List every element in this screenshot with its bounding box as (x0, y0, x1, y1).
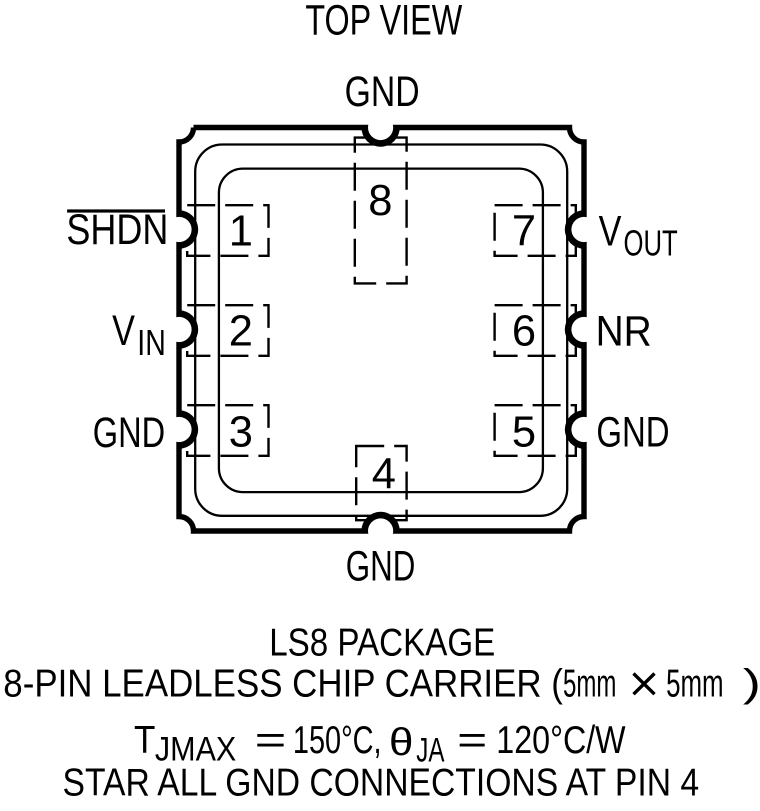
svg-text:V: V (599, 209, 622, 256)
svg-text:JMAX: JMAX (155, 731, 236, 769)
svg-text:θ: θ (389, 721, 413, 764)
svg-text:GND: GND (346, 544, 416, 591)
svg-text:GND: GND (596, 410, 669, 457)
svg-text:150°C,: 150°C, (293, 719, 382, 762)
svg-text:SHDN: SHDN (66, 207, 168, 254)
svg-text:=: = (457, 719, 487, 762)
svg-text:120°C/W: 120°C/W (496, 719, 625, 762)
svg-text:): ) (743, 663, 760, 706)
svg-text:3: 3 (229, 409, 253, 457)
svg-text:6: 6 (512, 308, 536, 356)
svg-text:T: T (134, 719, 155, 762)
svg-text:OUT: OUT (624, 222, 678, 263)
svg-text:5: 5 (512, 409, 536, 457)
svg-text:8: 8 (368, 177, 392, 225)
svg-text:JA: JA (416, 732, 444, 770)
svg-text:GND: GND (93, 410, 165, 457)
svg-text:LS8 PACKAGE: LS8 PACKAGE (269, 621, 495, 664)
svg-text:7: 7 (512, 208, 536, 256)
svg-text:2: 2 (229, 308, 253, 356)
svg-text:5mm: 5mm (563, 663, 616, 706)
svg-text:IN: IN (137, 322, 166, 363)
svg-text:TOP VIEW: TOP VIEW (305, 0, 462, 45)
svg-text:V: V (112, 308, 135, 355)
svg-text:STAR ALL GND CONNECTIONS AT PI: STAR ALL GND CONNECTIONS AT PIN 4 (63, 762, 700, 805)
svg-text:1: 1 (229, 208, 253, 256)
svg-text:NR: NR (596, 308, 652, 355)
svg-text:GND: GND (345, 69, 420, 116)
svg-text:8-PIN LEADLESS CHIP CARRIER (: 8-PIN LEADLESS CHIP CARRIER ( (3, 663, 563, 706)
svg-text:=: = (255, 719, 287, 762)
svg-text:5mm: 5mm (666, 663, 724, 706)
svg-text:4: 4 (372, 451, 396, 499)
